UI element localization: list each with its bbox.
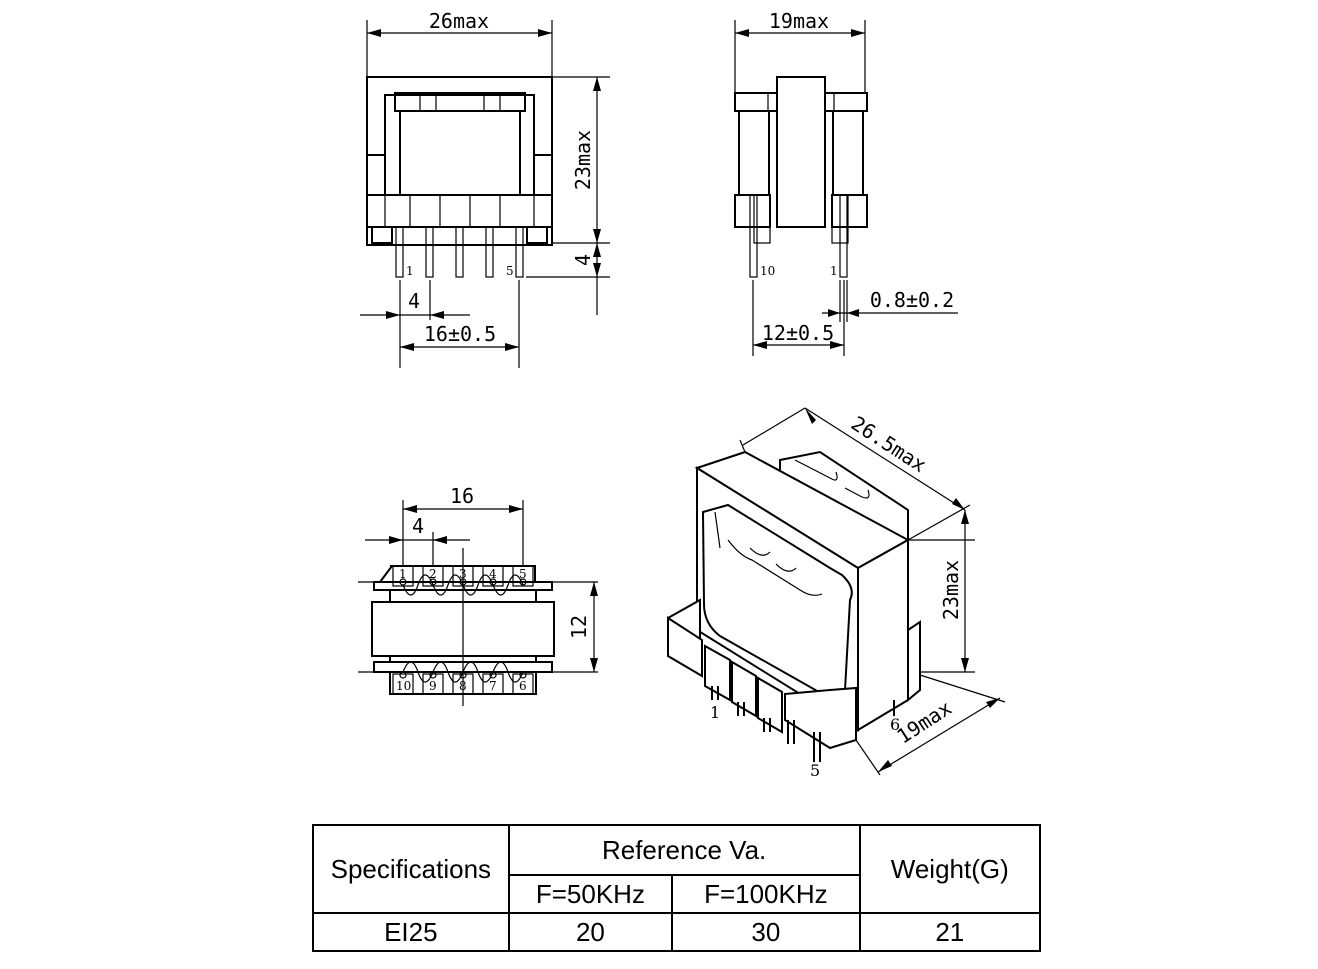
bottom-top-pin-1: 1 [399, 567, 407, 581]
pin-length-label: 4 [571, 254, 595, 266]
iso-height-label: 23max [939, 560, 963, 620]
spec-table: Specifications Reference Va. Weight(G) F… [312, 824, 1042, 952]
f100-cell: 30 [671, 912, 861, 952]
side-pin-1-label: 1 [830, 264, 838, 278]
pin-diameter-label: 0.8±0.2 [870, 288, 954, 312]
bottom-bottom-pin-6: 6 [519, 679, 527, 693]
weight-cell: 21 [858, 912, 1042, 952]
pin-pitch-label: 4 [408, 289, 420, 313]
table-row: EI25 20 30 21 [312, 912, 1042, 952]
bottom-view: 1 2 3 4 5 10 9 8 7 6 16 4 [358, 484, 598, 706]
side-view: 10 1 19max 12±0.5 0.8±0.2 [734, 9, 958, 356]
iso-pin-6-label: 6 [890, 715, 900, 734]
isometric-view: 1 5 6 26.5max 23max 19max [667, 407, 1006, 780]
bottom-span-label: 16 [450, 484, 474, 508]
bottom-pitch-label: 4 [412, 514, 424, 538]
bottom-row-spacing-label: 12 [567, 615, 591, 639]
weight-header: Weight(G) [858, 824, 1042, 914]
bottom-top-pin-4: 4 [489, 567, 497, 581]
front-height-label: 23max [571, 130, 595, 190]
row-spacing-label: 12±0.5 [762, 321, 834, 345]
iso-pin-5-label: 5 [810, 761, 820, 780]
bottom-bottom-pin-7: 7 [489, 679, 497, 693]
front-width-label: 26max [429, 9, 489, 33]
bottom-bottom-pin-10: 10 [396, 679, 411, 693]
model-cell: EI25 [312, 912, 510, 952]
f100-header: F=100KHz [671, 874, 861, 914]
f50-header: F=50KHz [507, 874, 674, 914]
bottom-top-pin-2: 2 [429, 567, 437, 581]
front-pin-1-label: 1 [406, 264, 414, 278]
bottom-bottom-pin-9: 9 [429, 679, 437, 693]
bottom-top-pin-5: 5 [519, 567, 527, 581]
iso-pin-1-label: 1 [710, 703, 720, 722]
front-view: 1 5 26max 23max 4 4 16±0.5 [360, 9, 610, 368]
iso-length-label: 26.5max [847, 411, 931, 477]
front-pin-5-label: 5 [506, 264, 514, 278]
transformer-drawing: 1 5 26max 23max 4 4 16±0.5 [358, 9, 1006, 780]
reference-header: Reference Va. [507, 824, 861, 876]
side-pin-10-label: 10 [760, 264, 775, 278]
f50-cell: 20 [507, 912, 674, 952]
side-width-label: 19max [769, 9, 829, 33]
pin-span-label: 16±0.5 [424, 322, 496, 346]
specifications-header: Specifications [312, 824, 510, 914]
